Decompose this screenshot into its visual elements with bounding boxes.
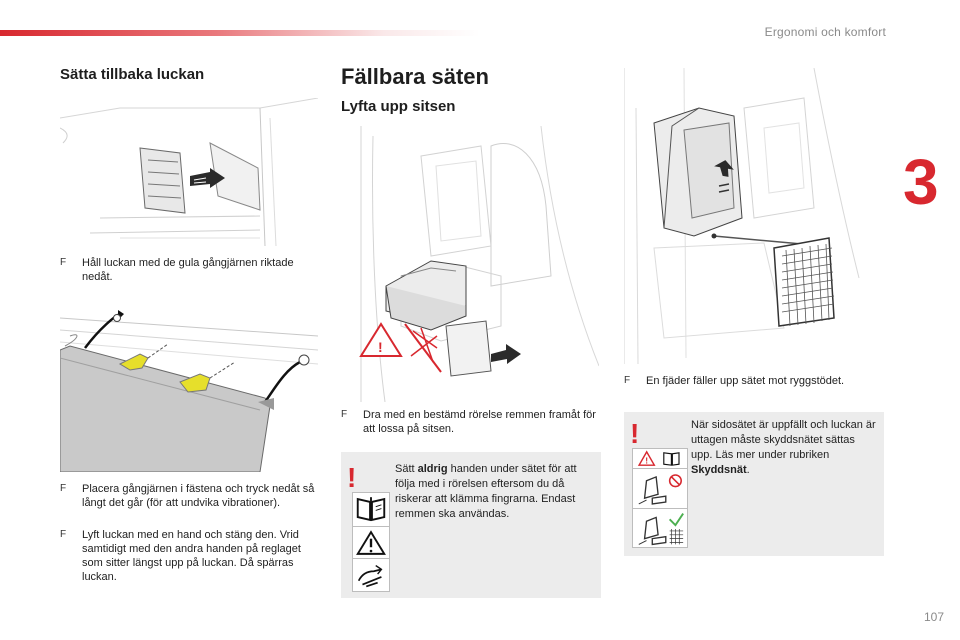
- hand-pinch-icon: [353, 559, 389, 593]
- step-spring-folds-seat: F En fjäder fäller upp sätet mot ryggstö…: [624, 374, 884, 388]
- net-pictograms: !: [632, 448, 688, 548]
- step-text: Dra med en bestämd rörelse remmen framåt…: [363, 409, 596, 435]
- chapter-title: Ergonomi och komfort: [764, 25, 886, 39]
- bullet-marker: F: [60, 529, 67, 540]
- illustration-seat-strap: !: [341, 126, 599, 402]
- bullet-marker: F: [624, 375, 631, 386]
- warning-pictograms: [352, 492, 390, 592]
- illustration-hatch-removal: [60, 98, 318, 246]
- svg-text:!: !: [378, 339, 383, 355]
- bullet-marker: F: [60, 257, 67, 268]
- step-text: En fjäder fäller upp sätet mot ryggstöde…: [646, 375, 845, 387]
- bullet-marker: F: [60, 483, 67, 494]
- bullet-marker: F: [341, 409, 348, 420]
- seat-with-net-icon: [633, 509, 687, 549]
- page-number: 107: [923, 610, 944, 624]
- svg-text:!: !: [645, 456, 648, 466]
- chapter-number: 3: [903, 146, 939, 218]
- illustration-hinges: [60, 298, 318, 472]
- header-accent-bar: [0, 30, 480, 36]
- warning-triangle-icon: [353, 527, 389, 559]
- warning-text-net: När sidosätet är uppfällt och luckan är …: [691, 419, 876, 476]
- step-text: Placera gångjärnen i fästena och tryck n…: [82, 483, 315, 509]
- step-text: Lyft luckan med en hand och stäng den. V…: [82, 529, 301, 583]
- step-place-hinges: F Placera gångjärnen i fästena och tryck…: [60, 482, 322, 510]
- section-subtitle-lift-seat: Lyfta upp sitsen: [341, 98, 456, 115]
- warning-exclamation: !: [347, 462, 357, 493]
- section-title-replace-hatch: Sätta tillbaka luckan: [60, 66, 205, 83]
- step-text: Håll luckan med de gula gångjärnen rikta…: [82, 257, 294, 283]
- step-lift-and-close: F Lyft luckan med en hand och stäng den.…: [60, 528, 322, 584]
- section-title-folding-seats: Fällbara säten: [341, 64, 489, 89]
- manual-book-icon: [353, 493, 389, 527]
- warning-link-safety-net: Skyddsnät: [691, 464, 747, 476]
- warning-manual-icon: !: [633, 449, 687, 469]
- warning-emphasis: aldrig: [417, 463, 448, 475]
- warning-text-hands: Sätt aldrig handen under sätet för att f…: [395, 463, 577, 520]
- warning-box-hands: ! Sätt aldrig handen under sätet för att…: [341, 452, 601, 598]
- step-pull-strap: F Dra med en bestämd rörelse remmen fram…: [341, 408, 599, 436]
- step-hold-hatch: F Håll luckan med de gula gångjärnen rik…: [60, 256, 322, 284]
- illustration-seat-folded-net: [624, 68, 882, 364]
- warning-exclamation: !: [630, 418, 640, 449]
- seat-without-net-icon: [633, 469, 687, 509]
- warning-box-net: ! ! När sidosätet är uppfällt och luckan…: [624, 412, 884, 556]
